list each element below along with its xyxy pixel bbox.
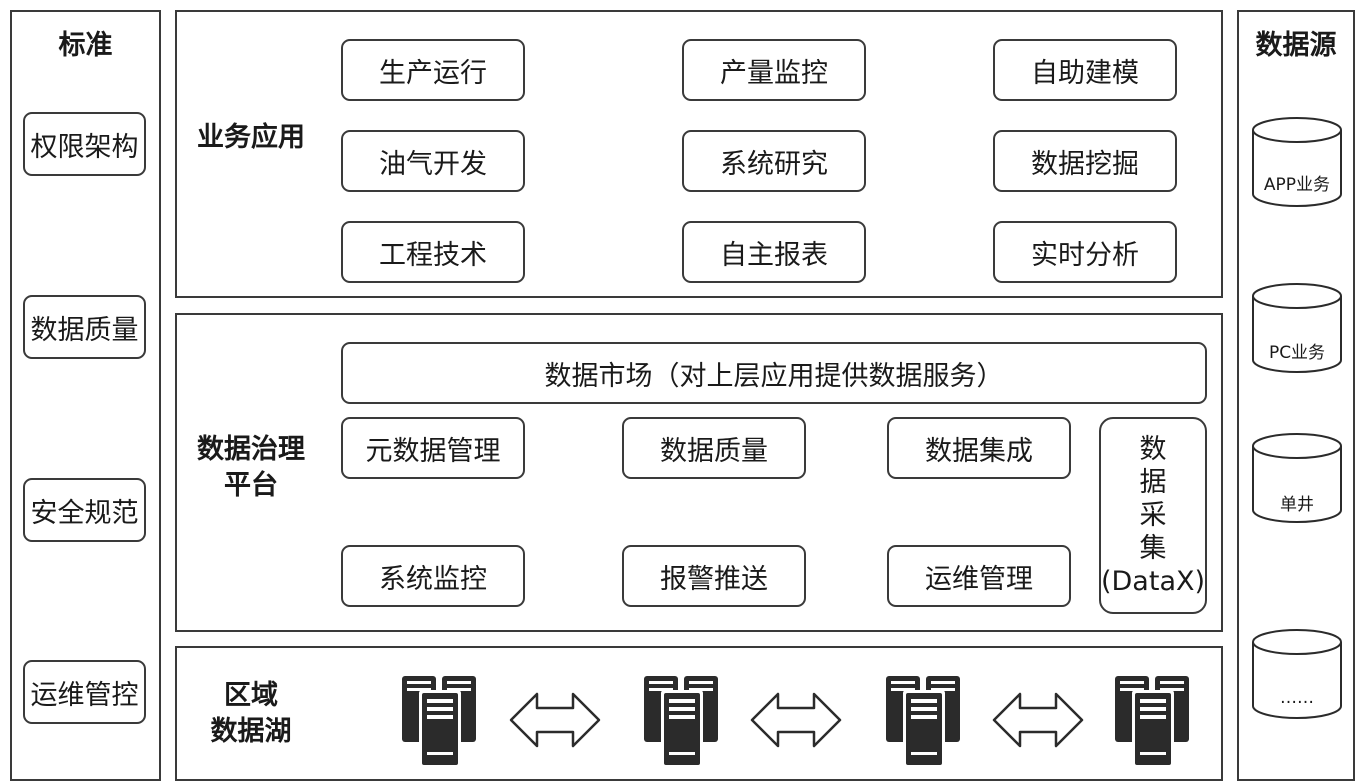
database-icon-pc: PC业务 — [1251, 282, 1343, 374]
source-item-app: APP业务 — [1263, 175, 1331, 195]
governance-title-line1: 数据治理 — [197, 434, 305, 465]
business-item-data-mining: 数据挖掘 — [993, 130, 1177, 192]
governance-item-integration: 数据集成 — [887, 417, 1071, 479]
collect-char-1: 数 — [1139, 434, 1167, 465]
business-item-output-monitor: 产量监控 — [682, 39, 866, 101]
database-icon-more: …… — [1251, 628, 1343, 720]
governance-item-quality: 数据质量 — [622, 417, 806, 479]
standard-item-security: 安全规范 — [23, 478, 146, 542]
double-arrow-icon — [992, 692, 1084, 748]
business-item-oil-gas: 油气开发 — [341, 130, 525, 192]
standard-item-ops: 运维管控 — [23, 660, 146, 724]
standards-title: 标准 — [58, 30, 113, 61]
source-item-pc: PC业务 — [1268, 343, 1326, 363]
governance-title: 数据治理 平台 — [175, 432, 327, 504]
business-item-system-research: 系统研究 — [682, 130, 866, 192]
business-title: 业务应用 — [197, 122, 305, 153]
business-item-production: 生产运行 — [341, 39, 525, 101]
server-icon — [1115, 676, 1189, 768]
governance-item-metadata: 元数据管理 — [341, 417, 525, 479]
server-icon — [886, 676, 960, 768]
standard-item-permission: 权限架构 — [23, 112, 146, 176]
data-lake-title-line1: 区域 — [224, 680, 278, 711]
double-arrow-icon — [750, 692, 842, 748]
data-lake-title-line2: 数据湖 — [210, 716, 292, 747]
data-collection-box: 数 据 采 集 (DataX) — [1099, 417, 1207, 614]
database-icon-well: 单井 — [1251, 432, 1343, 524]
data-lake-title: 区域 数据湖 — [175, 678, 327, 750]
sources-title: 数据源 — [1255, 30, 1337, 61]
business-item-realtime: 实时分析 — [993, 221, 1177, 283]
source-item-more: …… — [1280, 688, 1314, 708]
business-item-engineering: 工程技术 — [341, 221, 525, 283]
database-icon-app: APP业务 — [1251, 116, 1343, 208]
collect-char-4: 集 — [1139, 533, 1167, 564]
server-icon — [644, 676, 718, 768]
server-icon — [402, 676, 476, 768]
collect-char-2: 据 — [1139, 467, 1167, 498]
double-arrow-icon — [509, 692, 601, 748]
standard-item-quality: 数据质量 — [23, 295, 146, 359]
governance-item-ops: 运维管理 — [887, 545, 1071, 607]
source-item-well: 单井 — [1280, 495, 1314, 515]
data-market-box: 数据市场（对上层应用提供数据服务） — [341, 342, 1207, 404]
governance-item-monitor: 系统监控 — [341, 545, 525, 607]
business-item-self-report: 自主报表 — [682, 221, 866, 283]
governance-title-line2: 平台 — [224, 470, 278, 501]
collect-char-3: 采 — [1139, 500, 1167, 531]
governance-item-alert: 报警推送 — [622, 545, 806, 607]
collect-tool-label: (DataX) — [1100, 566, 1206, 597]
business-item-self-modeling: 自助建模 — [993, 39, 1177, 101]
